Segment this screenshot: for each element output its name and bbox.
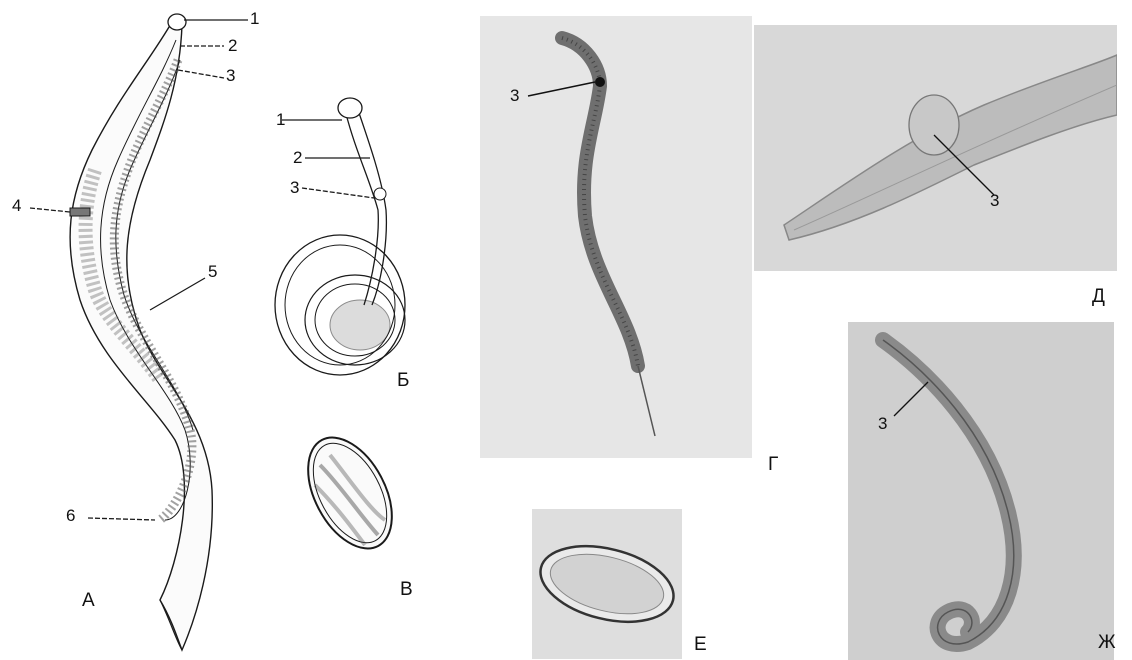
larva-photo-image xyxy=(480,16,752,458)
callout-zh-3: 3 xyxy=(878,414,887,434)
panel-g-larva-photo: 3 xyxy=(480,16,752,458)
panel-d-head-photo: 3 xyxy=(754,25,1117,271)
panel-letter-v: В xyxy=(400,579,413,601)
callout-a-6: 6 xyxy=(66,506,75,526)
egg-illustration xyxy=(290,425,430,565)
coiled-larva-photo-image xyxy=(848,322,1114,660)
panel-b-coiled-worm-drawing: 1 2 3 Б xyxy=(260,90,430,400)
head-photo-image xyxy=(754,25,1117,271)
callout-a-4: 4 xyxy=(12,196,21,216)
panel-zh-coiled-larva-photo: 3 xyxy=(848,322,1114,660)
panel-letter-b: Б xyxy=(397,370,409,392)
callout-a-3: 3 xyxy=(226,66,235,86)
panel-a-adult-worm-drawing: 1 2 3 4 5 6 А xyxy=(0,0,260,660)
panel-e-egg-photo xyxy=(532,509,682,659)
panel-letter-e: Е xyxy=(694,634,707,656)
panel-letter-zh: Ж xyxy=(1098,632,1116,654)
callout-g-3: 3 xyxy=(510,86,519,106)
callout-a-2: 2 xyxy=(228,36,237,56)
callout-b-2: 2 xyxy=(293,148,302,168)
coiled-worm-illustration xyxy=(260,90,430,400)
egg-photo-image xyxy=(532,509,682,659)
panel-letter-d: Д xyxy=(1092,286,1105,308)
panel-v-egg-drawing: В xyxy=(290,425,430,605)
callout-a-5: 5 xyxy=(208,262,217,282)
panel-letter-g: Г xyxy=(768,454,778,476)
callout-b-1: 1 xyxy=(276,110,285,130)
callout-a-1: 1 xyxy=(250,9,259,29)
callout-d-3: 3 xyxy=(990,191,999,211)
callout-b-3: 3 xyxy=(290,178,299,198)
worm-body-outline xyxy=(70,22,212,650)
panel-letter-a: А xyxy=(82,590,95,612)
adult-worm-illustration xyxy=(0,0,260,660)
